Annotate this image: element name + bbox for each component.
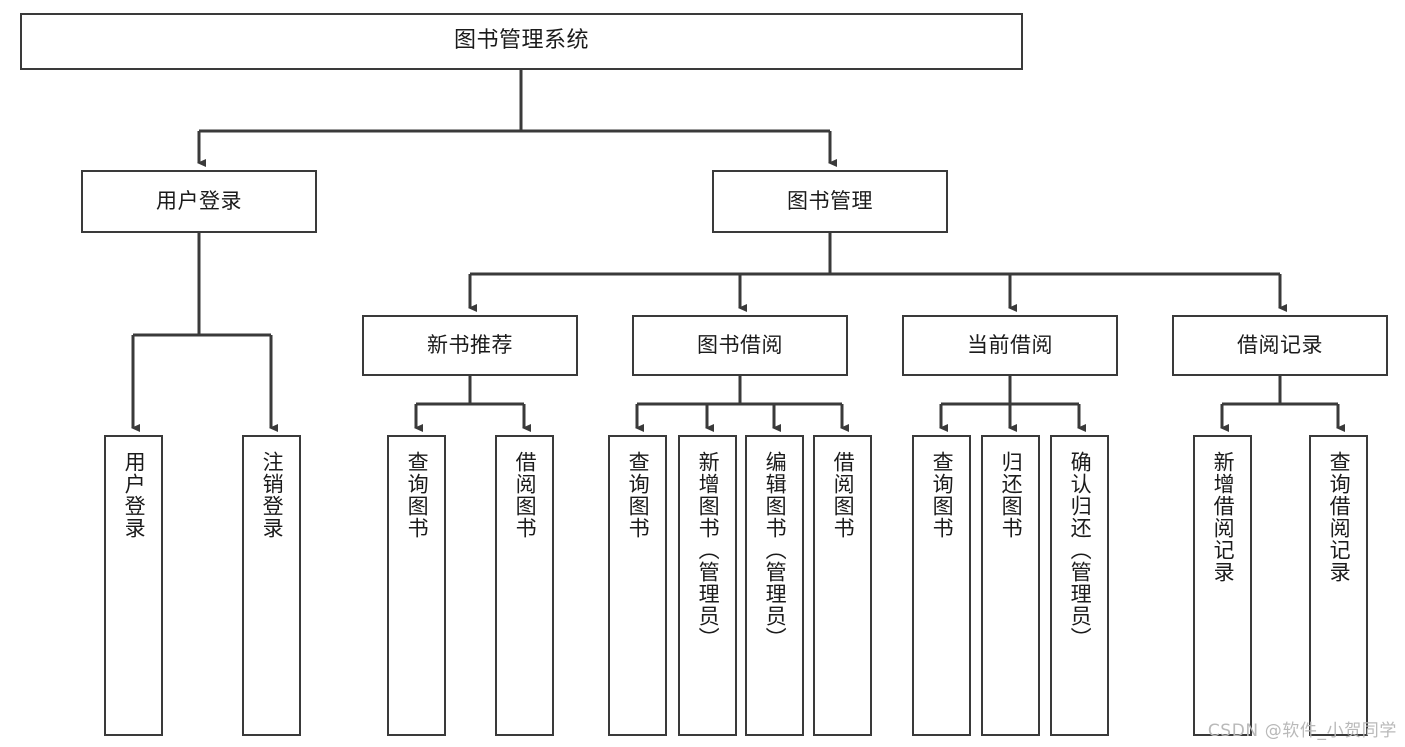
node-label: 借阅记录 [1237, 333, 1323, 358]
node-user-login[interactable]: 用户登录 [81, 170, 317, 233]
node-label: 新增借阅记录 [1211, 451, 1236, 583]
node-label: 图书借阅 [697, 333, 783, 358]
node-label: 注销登录 [260, 451, 285, 539]
node-label: 用户登录 [156, 189, 242, 214]
node-label: 查询图书 [930, 451, 955, 539]
node-label: 当前借阅 [967, 333, 1053, 358]
leaf-return-book[interactable]: 归还图书 [981, 435, 1040, 736]
leaf-add-record[interactable]: 新增借阅记录 [1193, 435, 1252, 736]
node-book-borrow[interactable]: 图书借阅 [632, 315, 848, 376]
leaf-borrow-book-2[interactable]: 借阅图书 [813, 435, 872, 736]
node-book-management[interactable]: 图书管理 [712, 170, 948, 233]
node-current-borrow[interactable]: 当前借阅 [902, 315, 1118, 376]
node-label: 用户登录 [122, 451, 147, 539]
node-label: 归还图书 [999, 451, 1024, 539]
leaf-query-record[interactable]: 查询借阅记录 [1309, 435, 1368, 736]
node-label: 查询图书 [626, 451, 651, 539]
leaf-edit-book[interactable]: 编辑图书（管理员） [745, 435, 804, 736]
leaf-confirm-return[interactable]: 确认归还（管理员） [1050, 435, 1109, 736]
csdn-watermark: CSDN @软件_小贺同学 [1207, 721, 1397, 741]
leaf-add-book[interactable]: 新增图书（管理员） [678, 435, 737, 736]
node-label: 查询借阅记录 [1327, 451, 1352, 583]
node-label: 编辑图书（管理员） [763, 451, 788, 649]
node-label: 新书推荐 [427, 333, 513, 358]
leaf-borrow-book-1[interactable]: 借阅图书 [495, 435, 554, 736]
node-label: 借阅图书 [831, 451, 856, 539]
leaf-query-book-1[interactable]: 查询图书 [387, 435, 446, 736]
leaf-logout-login[interactable]: 注销登录 [242, 435, 301, 736]
node-borrow-record[interactable]: 借阅记录 [1172, 315, 1388, 376]
node-new-book-recommend[interactable]: 新书推荐 [362, 315, 578, 376]
leaf-user-login[interactable]: 用户登录 [104, 435, 163, 736]
node-label: 图书管理系统 [453, 28, 589, 54]
node-label: 查询图书 [405, 451, 430, 539]
node-label: 新增图书（管理员） [696, 451, 721, 649]
node-root-book-management-system[interactable]: 图书管理系统 [20, 13, 1023, 70]
leaf-query-book-2[interactable]: 查询图书 [608, 435, 667, 736]
node-label: 借阅图书 [513, 451, 538, 539]
leaf-query-book-3[interactable]: 查询图书 [912, 435, 971, 736]
node-label: 确认归还（管理员） [1068, 451, 1093, 649]
node-label: 图书管理 [787, 189, 873, 214]
